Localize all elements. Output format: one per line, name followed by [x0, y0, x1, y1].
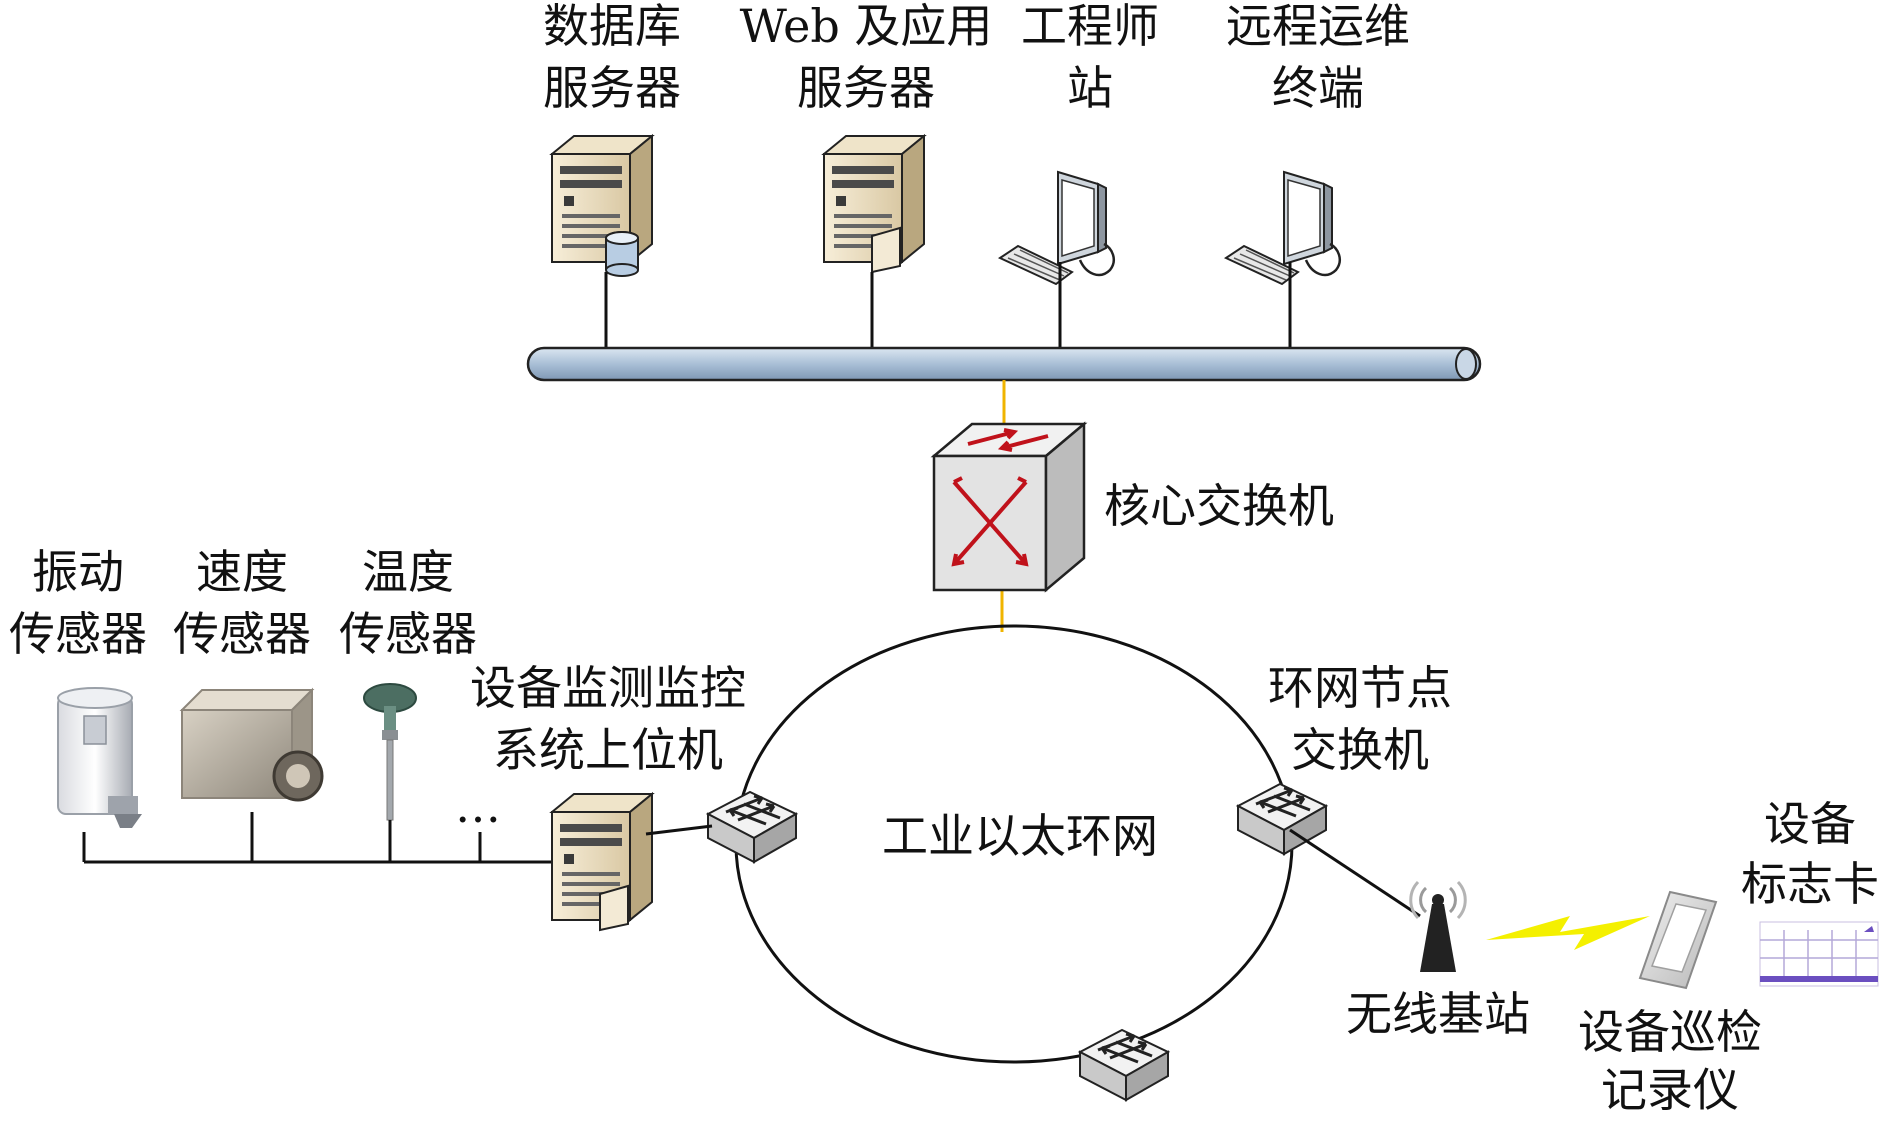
equipment-tag-card-icon	[1759, 921, 1879, 987]
engineer-workstation-icon	[998, 170, 1116, 286]
temperature-sensor-icon	[363, 683, 417, 821]
industrial-ring-label: 工业以太环网	[882, 809, 1158, 863]
inspection-recorder-icon	[1638, 890, 1718, 990]
sensor-bus	[82, 812, 560, 864]
ring-switch-bottom-icon	[1078, 1028, 1170, 1102]
monitor-host-label-1: 设备监测监控	[470, 661, 746, 715]
ring-node-switch-label-1: 环网节点	[1268, 661, 1452, 715]
temperature-sensor-label-1: 温度	[362, 545, 454, 599]
backbone-bus	[526, 346, 1482, 382]
engineer-station-label-2: 站	[1067, 61, 1113, 115]
wireless-signal-bolt	[1486, 916, 1650, 950]
remote-terminal-label-1: 远程运维	[1226, 0, 1410, 53]
web-server-label-2: 服务器	[797, 61, 935, 115]
ring-switch-left-icon	[706, 790, 798, 864]
db-server-label-2: 服务器	[543, 61, 681, 115]
database-server-icon	[551, 135, 653, 277]
speed-sensor-label-2: 传感器	[173, 607, 311, 661]
web-server-label-1: Web 及应用	[740, 0, 993, 53]
monitor-host-link	[645, 824, 713, 836]
engineer-station-label-1: 工程师	[1021, 0, 1159, 53]
inspection-recorder-label-2: 记录仪	[1601, 1063, 1739, 1117]
speed-sensor-label-1: 速度	[196, 545, 288, 599]
wireless-base-station-label: 无线基站	[1346, 987, 1530, 1041]
vibration-sensor-label-1: 振动	[32, 545, 124, 599]
base-station-link	[1289, 828, 1421, 918]
speed-sensor-icon	[179, 687, 324, 802]
more-sensors-ellipsis: …	[455, 779, 501, 833]
core-switch-label: 核心交换机	[1104, 479, 1334, 533]
vibration-sensor-label-2: 传感器	[9, 607, 147, 661]
core-switch-icon	[930, 421, 1088, 593]
monitor-host-label-2: 系统上位机	[493, 723, 723, 777]
temperature-sensor-label-2: 传感器	[339, 607, 477, 661]
remote-terminal-icon	[1224, 170, 1342, 286]
ring-node-switch-label-2: 交换机	[1291, 723, 1429, 777]
remote-terminal-label-2: 终端	[1272, 61, 1364, 115]
inspection-recorder-label-1: 设备巡检	[1578, 1005, 1762, 1059]
web-app-server-icon	[823, 135, 925, 274]
monitor-host-server-icon	[551, 793, 653, 932]
db-server-label-1: 数据库	[543, 0, 681, 53]
vibration-sensor-icon	[57, 687, 142, 828]
equipment-tag-label-2: 标志卡	[1741, 857, 1879, 911]
equipment-tag-label-1: 设备	[1764, 797, 1856, 851]
wireless-base-station-icon	[1409, 880, 1467, 972]
